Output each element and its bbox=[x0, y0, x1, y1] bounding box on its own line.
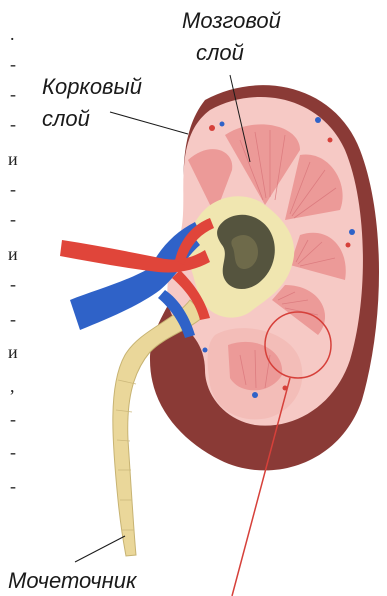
label-cortex-line2: слой bbox=[42, 106, 90, 131]
cortex-leader-line bbox=[110, 112, 188, 134]
margin-char: - bbox=[10, 114, 16, 134]
margin-char: - bbox=[10, 309, 16, 329]
label-ureter: Мочеточник bbox=[8, 568, 138, 593]
margin-char: и bbox=[8, 342, 18, 362]
margin-text: . - - - и - - и - - и , - - - bbox=[8, 24, 18, 496]
margin-char: - bbox=[10, 54, 16, 74]
margin-char: и bbox=[8, 244, 18, 264]
label-medulla-line2: слой bbox=[196, 40, 244, 65]
margin-char: - bbox=[10, 442, 16, 462]
margin-char: - bbox=[10, 274, 16, 294]
margin-char: . bbox=[10, 24, 15, 44]
label-medulla-line1: Мозговой bbox=[182, 8, 281, 33]
margin-char: - bbox=[10, 179, 16, 199]
margin-char: - bbox=[10, 84, 16, 104]
margin-char: , bbox=[10, 376, 15, 396]
label-cortex-line1: Корковый bbox=[42, 74, 142, 99]
ureter-leader-line bbox=[75, 536, 125, 562]
margin-char: и bbox=[8, 149, 18, 169]
margin-char: - bbox=[10, 476, 16, 496]
margin-char: - bbox=[10, 409, 16, 429]
margin-char: - bbox=[10, 209, 16, 229]
